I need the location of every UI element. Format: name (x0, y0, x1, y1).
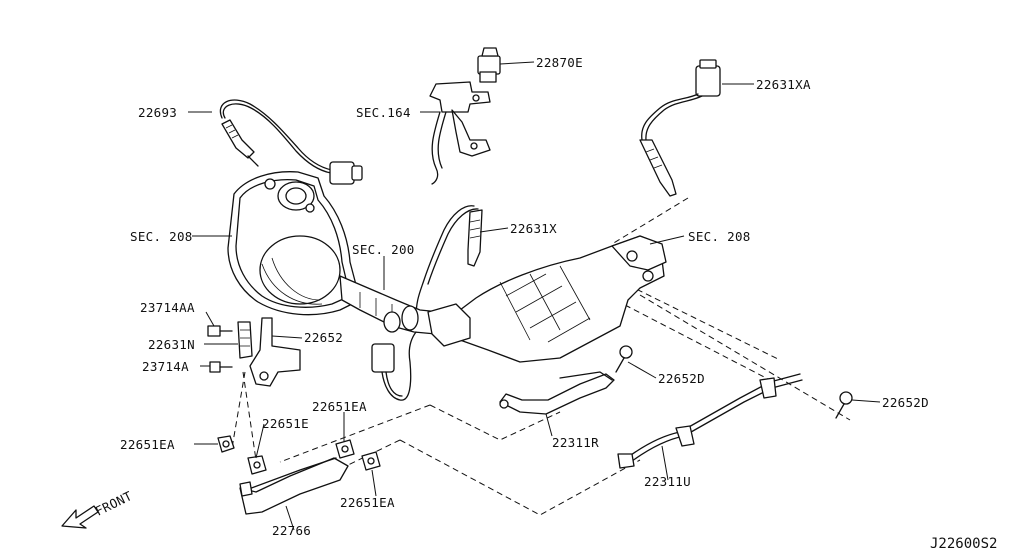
label-22652d-a: 22652D (658, 371, 705, 386)
front-label: FRONT (93, 488, 135, 519)
tube-22766 (239, 457, 349, 515)
bolt-23714aa (207, 325, 233, 337)
clamp-22651ea-bottom (361, 451, 381, 471)
label-22631n: 22631N (148, 337, 195, 352)
front-catalytic-converter (227, 171, 361, 316)
label-sec200: SEC. 200 (352, 242, 415, 257)
sensor-22631n (237, 321, 253, 359)
front-exhaust-pipe (339, 275, 441, 335)
leader-lines (188, 61, 881, 531)
diagram-code: J22600S2 (930, 536, 997, 552)
bolt-22652d-a (615, 345, 633, 373)
label-22651ea-top: 22651EA (312, 399, 367, 414)
label-22311r: 22311R (552, 435, 599, 450)
bolt-22652d-b (835, 391, 853, 419)
label-sec208-left: SEC. 208 (130, 229, 193, 244)
label-22870e: 22870E (536, 55, 583, 70)
sensor-22870e-and-bracket (429, 47, 501, 185)
label-sec208-right: SEC. 208 (688, 229, 751, 244)
label-22651ea-bottom: 22651EA (340, 495, 395, 510)
label-22651ea-left: 22651EA (120, 437, 175, 452)
label-22651e: 22651E (262, 416, 309, 431)
front-direction-indicator: FRONT (61, 488, 135, 529)
label-22766: 22766 (272, 523, 311, 538)
center-catalytic-converter (427, 235, 667, 363)
harness-connector (371, 331, 417, 401)
bolt-23714a (209, 361, 233, 373)
clamp-22651ea-left (217, 435, 235, 453)
label-sec164: SEC.164 (356, 105, 411, 120)
oxygen-sensor-22631x (415, 205, 483, 319)
bracket-22652 (249, 317, 301, 387)
label-22693: 22693 (138, 105, 177, 120)
label-22311u: 22311U (644, 474, 691, 489)
oxygen-sensor-22693 (219, 99, 363, 185)
label-22652d-b: 22652D (882, 395, 929, 410)
label-23714a: 23714A (142, 359, 189, 374)
part-labels: 22870E 22631XA 22693 SEC.164 SEC. 208 22… (120, 55, 929, 538)
oxygen-sensor-22631xa (639, 59, 721, 197)
front-arrow-icon (61, 505, 99, 529)
label-22631xa: 22631XA (756, 77, 811, 92)
clamp-22651ea-top (335, 439, 355, 459)
clamp-22651e (247, 455, 267, 475)
tube-22311u (617, 373, 803, 469)
label-22652: 22652 (304, 330, 343, 345)
label-22631x: 22631X (510, 221, 557, 236)
tube-22311r (499, 371, 615, 415)
label-23714aa: 23714AA (140, 300, 195, 315)
